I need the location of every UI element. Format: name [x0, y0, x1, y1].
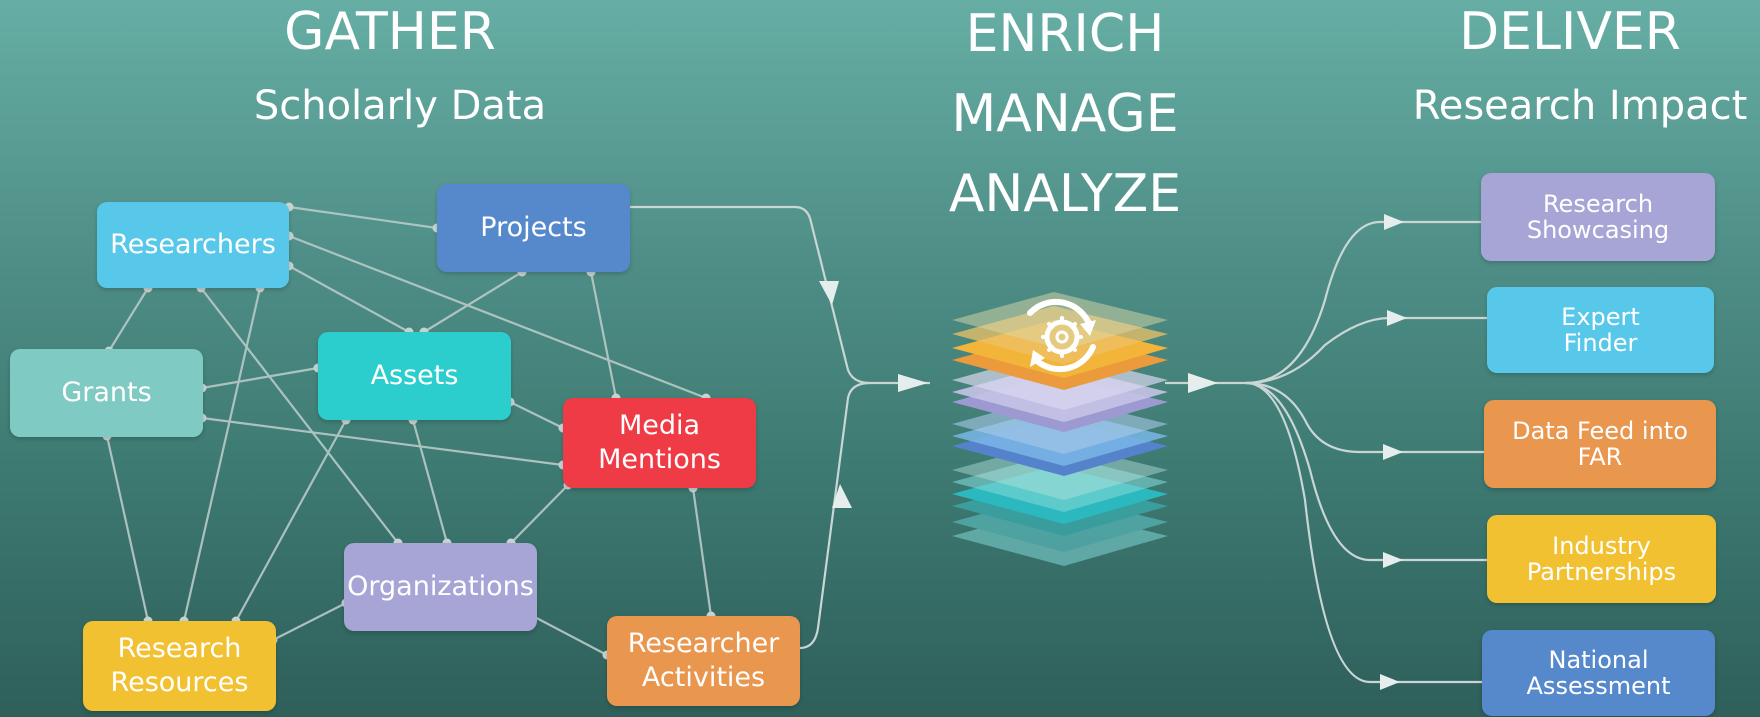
- arrow-right-icon: [1384, 214, 1404, 230]
- deliver-subtitle: Research Impact: [1412, 83, 1748, 129]
- arrow-right-icon: [1188, 373, 1218, 393]
- to-expert-finder-connector: [1245, 316, 1487, 385]
- link-media-activities: [691, 487, 713, 617]
- link-researchers-grants: [108, 287, 149, 352]
- arrow-right-icon: [1387, 310, 1407, 326]
- node-organizations: Organizations: [344, 543, 537, 631]
- link-projects-media: [589, 271, 618, 399]
- link-organizations-activities: [526, 612, 608, 656]
- node-researchers: Researchers: [97, 202, 289, 288]
- arrow-right-icon: [898, 374, 928, 392]
- outflow-connectors: [1165, 220, 1487, 684]
- output-national-assessment: National Assessment: [1482, 630, 1715, 716]
- node-media-mentions-label: Media Mentions: [598, 410, 721, 475]
- link-grants-media: [201, 416, 564, 467]
- arrow-up-icon: [832, 484, 852, 508]
- node-projects-label: Projects: [480, 212, 587, 244]
- deliver-title: DELIVER: [1459, 2, 1681, 62]
- link-grants-assets: [201, 366, 319, 390]
- gather-title: GATHER: [284, 2, 496, 62]
- node-assets-label: Assets: [370, 360, 459, 392]
- to-data-feed-connector: [1245, 381, 1484, 454]
- inflow-arrows: [819, 281, 928, 508]
- network-links: [105, 205, 713, 656]
- node-researcher-activities-label: Researcher Activities: [627, 628, 780, 693]
- link-media-organizations: [510, 484, 569, 544]
- node-researchers-label: Researchers: [110, 229, 276, 261]
- node-organizations-label: Organizations: [347, 571, 534, 603]
- gather-subtitle-wrap: Scholarly Data: [200, 86, 600, 126]
- link-assets-organizations: [411, 419, 449, 544]
- link-projects-assets: [423, 271, 523, 333]
- enrich-line1: ENRICH: [965, 4, 1165, 64]
- node-researcher-activities: Researcher Activities: [607, 616, 800, 706]
- node-research-resources: Research Resources: [83, 621, 276, 711]
- node-grants: Grants: [10, 349, 203, 437]
- deliver-heading: DELIVER: [1420, 6, 1720, 58]
- output-data-feed-far: Data Feed into FAR: [1484, 400, 1716, 488]
- node-assets: Assets: [318, 332, 511, 420]
- link-researchers-resources: [182, 287, 262, 622]
- to-research-showcasing-connector: [1245, 220, 1481, 385]
- link-researchers-organizations: [200, 287, 399, 544]
- gather-subtitle: Scholarly Data: [253, 83, 547, 129]
- gear-cycle-icon: [1027, 298, 1096, 373]
- output-expert-finder-label: Expert Finder: [1561, 302, 1640, 357]
- to-national-assessment-connector: [1245, 381, 1482, 684]
- output-industry-partnerships-label: Industry Partnerships: [1526, 531, 1677, 586]
- node-grants-label: Grants: [61, 377, 152, 409]
- node-projects: Projects: [437, 184, 630, 272]
- enrich-line2: MANAGE: [951, 84, 1179, 144]
- link-assets-resources: [235, 419, 347, 622]
- output-data-feed-far-label: Data Feed into FAR: [1512, 416, 1688, 471]
- outflow-arrows: [1188, 214, 1407, 690]
- projects-to-center-connector: [630, 205, 930, 385]
- link-researchers-assets: [288, 265, 410, 333]
- link-organizations-resources: [272, 602, 347, 641]
- link-researchers-media: [288, 234, 707, 400]
- output-research-showcasing: Research Showcasing: [1481, 173, 1715, 261]
- arrow-right-icon: [1380, 674, 1400, 690]
- output-research-showcasing-label: Research Showcasing: [1526, 189, 1670, 244]
- enrich-line3: ANALYZE: [948, 164, 1182, 224]
- output-expert-finder: Expert Finder: [1487, 287, 1714, 373]
- output-national-assessment-label: National Assessment: [1526, 645, 1671, 700]
- activities-to-center-connector: [799, 381, 871, 650]
- deliver-subtitle-wrap: Research Impact: [1400, 86, 1760, 126]
- arrow-right-icon: [1383, 552, 1403, 568]
- link-assets-media: [509, 401, 564, 429]
- arrow-down-icon: [819, 281, 839, 305]
- link-researchers-projects: [288, 205, 438, 230]
- arrow-right-icon: [1383, 444, 1403, 460]
- node-research-resources-label: Research Resources: [110, 633, 249, 698]
- output-industry-partnerships: Industry Partnerships: [1487, 515, 1716, 603]
- node-media-mentions: Media Mentions: [563, 398, 756, 488]
- enrich-heading: ENRICH MANAGE ANALYZE: [910, 8, 1220, 220]
- gather-heading: GATHER: [240, 6, 540, 58]
- link-grants-resources: [105, 435, 150, 622]
- to-industry-partnerships-connector: [1245, 381, 1487, 562]
